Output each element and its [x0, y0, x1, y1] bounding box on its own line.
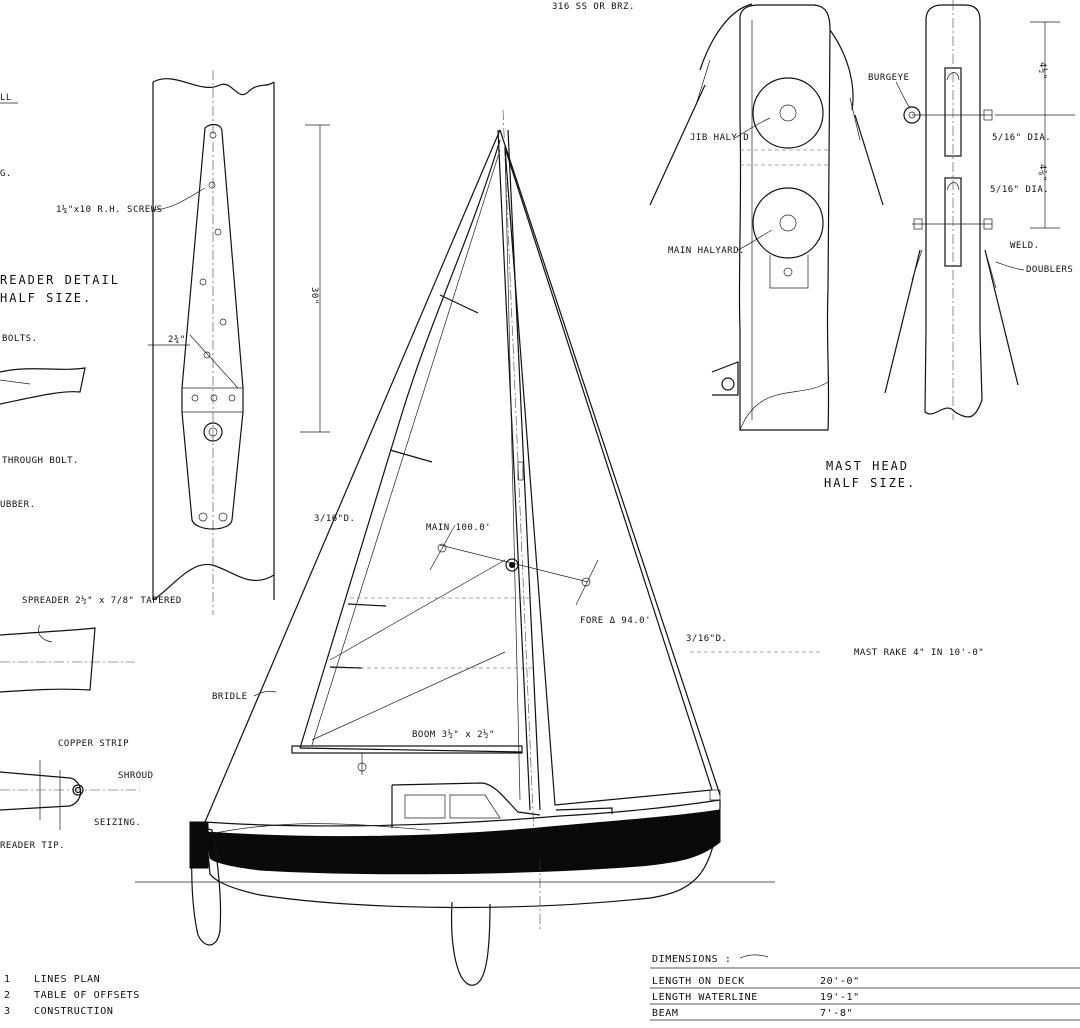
main-sail-area: MAIN 100.0': [426, 523, 491, 533]
jib-halyard-label: JIB HALY'D: [690, 133, 749, 143]
left-edge-notes: LL G. READER DETAIL HALF SIZE. BOLTS. TH…: [0, 93, 182, 851]
mast-head-upper-dim: 4½": [1037, 62, 1048, 80]
bracket-width-dim: 2¾": [168, 335, 186, 345]
bolt-dia-label-upper: 5/16" DIA.: [992, 133, 1051, 143]
through-bolt-note: THROUGH BOLT.: [2, 456, 79, 466]
dimensions-title: DIMENSIONS :: [652, 954, 731, 965]
screws-note: 1¼"x10 R.H. SCREWS: [56, 205, 163, 215]
copper-strip-note: COPPER STRIP: [58, 739, 129, 749]
spreader-tip-note: READER TIP.: [0, 841, 65, 851]
sheet-index-label-1: LINES PLAN: [34, 974, 100, 985]
spreader-size-note: SPREADER 2½" x 7/8" TAPERED: [22, 595, 182, 606]
dimension-label-beam: BEAM: [652, 1008, 678, 1019]
mast-head-title: MAST HEAD: [826, 459, 909, 473]
bridle-label: BRIDLE: [212, 692, 248, 702]
burgee-label: BURGEYE: [868, 73, 909, 83]
bracket-length-dim: 30": [309, 287, 319, 305]
sheet-index-num-2: 2: [4, 990, 11, 1001]
weld-label: WELD.: [1010, 241, 1040, 251]
note-fragment-2: G.: [0, 169, 12, 179]
fore-triangle-area: FORE Δ 94.0': [580, 616, 651, 626]
sheet-index-label-2: TABLE OF OFFSETS: [34, 990, 140, 1001]
sheet-index-label-3: CONSTRUCTION: [34, 1006, 113, 1017]
shroud-note: SHROUD: [118, 771, 154, 781]
note-fragment-1: LL: [0, 93, 12, 103]
mast-head-lower-dim: 4⅞": [1037, 164, 1047, 182]
wire-size-right: 3/16"D.: [686, 634, 727, 644]
top-note: 316 SS OR BRZ.: [552, 2, 635, 12]
spreader-detail-title: READER DETAIL: [0, 273, 120, 287]
spreader-bracket-detail: 30" 2¾" 1¼"x10 R.H. SCREWS: [56, 70, 330, 615]
rubber-note: UBBER.: [0, 500, 36, 510]
dimension-label-loa: LENGTH ON DECK: [652, 976, 745, 987]
sheet-index-num-3: 3: [4, 1006, 11, 1017]
bolts-note: BOLTS.: [2, 334, 38, 344]
boom-label: BOOM 3½" x 2½": [412, 729, 495, 740]
dimension-value-beam: 7'-8": [820, 1008, 853, 1019]
dimensions-table: DIMENSIONS : LENGTH ON DECK 20'-0" LENGT…: [650, 954, 1080, 1021]
dimension-value-loa: 20'-0": [820, 976, 860, 987]
dimension-value-lwl: 19'-1": [820, 992, 860, 1003]
spreader-detail-scale: HALF SIZE.: [0, 291, 92, 305]
wire-size-left: 3/16"D.: [314, 514, 355, 524]
mast-rake-note: MAST RAKE 4" IN 10'-0": [854, 648, 984, 658]
doublers-label: DOUBLERS: [1026, 265, 1073, 275]
mast-head-scale: HALF SIZE.: [824, 476, 916, 490]
main-halyard-label: MAIN HALYARD.: [668, 246, 745, 256]
mast-head-detail: JIB HALY'D MAIN HALYARD. 4½" 4⅞" BURGEYE…: [649, 0, 1075, 490]
dimension-label-lwl: LENGTH WATERLINE: [652, 992, 758, 1003]
sheet-index: 1 LINES PLAN 2 TABLE OF OFFSETS 3 CONSTR…: [4, 974, 140, 1017]
bolt-dia-label-lower: 5/16" DIA.: [990, 185, 1049, 195]
sheet-index-num-1: 1: [4, 974, 11, 985]
seizing-note: SEIZING.: [94, 818, 141, 828]
sail-plan-profile: 3/16"D. 3/16"D. MAIN 100.0' FORE Δ 94.0'…: [135, 109, 820, 986]
